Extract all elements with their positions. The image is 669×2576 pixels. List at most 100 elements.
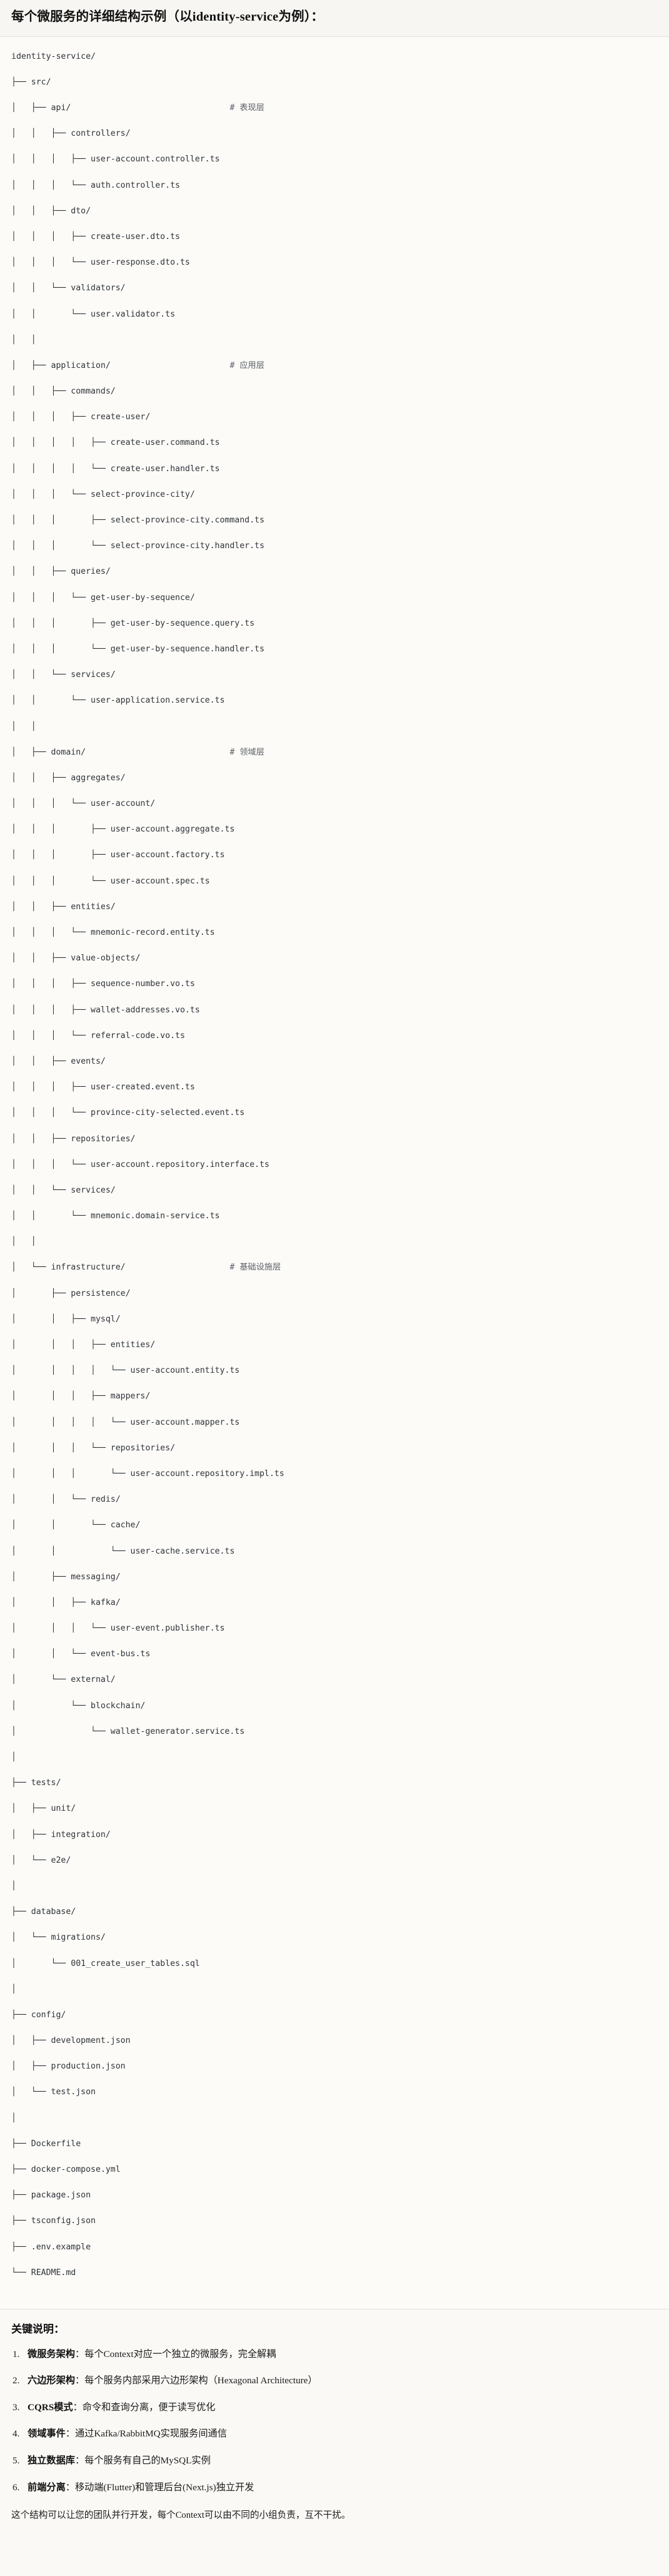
tree-line: │ └── blockchain/	[11, 1700, 658, 1713]
tree-line: │ │ ├── aggregates/	[11, 772, 658, 785]
key-note-term: CQRS模式	[28, 2401, 73, 2413]
tree-line: │ │ └── user-application.service.ts	[11, 695, 658, 708]
tree-line: └── README.md	[11, 2267, 658, 2280]
tree-line: │ └── 001_create_user_tables.sql	[11, 1958, 658, 1971]
tree-line-text: │ │ │ ├── create-user.dto.ts	[11, 232, 180, 242]
tree-line-text: │ │ └── mnemonic.domain-service.ts	[11, 1211, 220, 1221]
tree-line-text: │	[11, 1753, 16, 1763]
tree-line-text: ├── docker-compose.yml	[11, 2165, 121, 2175]
tree-layer-comment: # 基础设施层	[229, 1263, 281, 1273]
tree-line-text: │ ├── development.json	[11, 2036, 131, 2046]
tree-line: │ │ │ │ └── user-account.entity.ts	[11, 1365, 658, 1378]
key-note-term: 独立数据库	[28, 2455, 75, 2467]
tree-line: │ │ └── cache/	[11, 1519, 658, 1532]
tree-line: │ ├── persistence/	[11, 1288, 658, 1301]
tree-line-text: │ ├── application/	[11, 360, 111, 370]
tree-line-text: │ │ └── cache/	[11, 1520, 141, 1530]
tree-line: │ └── test.json	[11, 2086, 658, 2099]
tree-line-text: │ │ └── user-cache.service.ts	[11, 1546, 235, 1556]
tree-line: │ │ ├── controllers/	[11, 128, 658, 141]
tree-line-text: │ │ │ └── user-account/	[11, 799, 156, 809]
tree-line: │ │ │ └── repositories/	[11, 1442, 658, 1455]
tree-line-text: │ │ │ │ ├── create-user.command.ts	[11, 438, 220, 448]
tree-line-text: │ └── external/	[11, 1675, 116, 1685]
tree-line-text: ├── config/	[11, 2010, 66, 2020]
tree-line: │ │ │ ├── user-account.aggregate.ts	[11, 823, 658, 837]
key-note-text: 通过Kafka/RabbitMQ实现服务间通信	[74, 2428, 227, 2440]
tree-line-text: │ │ │ ├── user-account.factory.ts	[11, 850, 225, 860]
tree-line: │ │ │ └── select-province-city.handler.t…	[11, 540, 658, 553]
tree-line: │ │ ├── value-objects/	[11, 952, 658, 965]
key-notes-list: 微服务架构：每个Context对应一个独立的微服务，完全解耦六边形架构：每个服务…	[11, 2347, 658, 2495]
closing-paragraph: 这个结构可以让您的团队并行开发，每个Context可以由不同的小组负责，互不干扰…	[11, 2510, 351, 2521]
tree-line: identity-service/	[11, 51, 658, 64]
tree-line: │ │ └── user-cache.service.ts	[11, 1545, 658, 1559]
tree-line: ├── .env.example	[11, 2241, 658, 2254]
tree-line: │ │ │ └── user-response.dto.ts	[11, 257, 658, 270]
tree-line-text: │ │ ├── mysql/	[11, 1314, 121, 1324]
document-header: 每个微服务的详细结构示例（以identity-service为例）：	[0, 0, 669, 37]
tree-line-text: │ │ ├── repositories/	[11, 1134, 136, 1144]
key-notes-title: 关键说明：	[11, 2323, 64, 2335]
tree-line: ├── tests/	[11, 1777, 658, 1790]
tree-line-text: ├── tsconfig.json	[11, 2216, 96, 2226]
tree-line: │ │	[11, 1236, 658, 1249]
tree-line-text: │ │	[11, 335, 36, 345]
tree-line: │ ├── unit/	[11, 1803, 658, 1816]
tree-line-text: │ │ │ └── user-account.repository.interf…	[11, 1159, 269, 1169]
tree-line: │	[11, 1880, 658, 1893]
key-note-term: 微服务架构	[28, 2348, 75, 2360]
key-note-item: 领域事件：通过Kafka/RabbitMQ实现服务间通信	[11, 2426, 658, 2441]
key-note-separator: ：	[74, 2455, 85, 2467]
tree-line: │ │ ├── entities/	[11, 901, 658, 914]
tree-line: │ │ │ └── province-city-selected.event.t…	[11, 1107, 658, 1120]
tree-line: │ │ └── event-bus.ts	[11, 1648, 658, 1661]
tree-line-text: │ │ ├── entities/	[11, 902, 116, 912]
tree-line: │ │ │ │ └── create-user.handler.ts	[11, 463, 658, 476]
tree-line-text: │ │ └── validators/	[11, 283, 126, 293]
key-note-text: 每个服务有自己的MySQL实例	[84, 2455, 211, 2467]
tree-line-text: │ │ │ └── auth.controller.ts	[11, 180, 180, 190]
tree-line: ├── docker-compose.yml	[11, 2164, 658, 2177]
tree-line-text: │ │ └── user-application.service.ts	[11, 696, 225, 706]
tree-line-text: │	[11, 1984, 16, 1994]
tree-line-text: │ └── 001_create_user_tables.sql	[11, 1958, 200, 1968]
tree-line-text: │ │ │ │ └── user-account.entity.ts	[11, 1366, 240, 1376]
tree-line-text: │ │	[11, 721, 36, 731]
tree-line-text: │ │ ├── commands/	[11, 387, 116, 397]
key-note-separator: ：	[65, 2428, 75, 2440]
tree-line-text: │ │ │ └── select-province-city.handler.t…	[11, 541, 264, 551]
tree-line: ├── src/	[11, 76, 658, 89]
tree-line: │ │ │ └── select-province-city/	[11, 489, 658, 502]
tree-line: │ │ ├── repositories/	[11, 1133, 658, 1146]
tree-line-text: │ │ │ └── user-account.spec.ts	[11, 876, 210, 886]
tree-line: │ │ │ │ └── user-account.mapper.ts	[11, 1417, 658, 1430]
tree-line-text: │ │ │ └── user-response.dto.ts	[11, 258, 190, 268]
tree-line: │ └── infrastructure/ # 基础设施层	[11, 1261, 658, 1275]
tree-comment-gap	[111, 361, 230, 370]
tree-line-text: │ └── e2e/	[11, 1855, 71, 1865]
tree-line-text: │ │ │ ├── entities/	[11, 1340, 156, 1350]
tree-line: │ │	[11, 721, 658, 734]
tree-line: │ │ │ ├── create-user/	[11, 411, 658, 424]
tree-line: │ │ ├── events/	[11, 1056, 658, 1069]
tree-comment-gap	[86, 748, 229, 757]
tree-line-text: │ ├── integration/	[11, 1830, 111, 1840]
tree-line: │ │ │ ├── select-province-city.command.t…	[11, 514, 658, 527]
tree-line-text: │	[11, 1881, 16, 1891]
tree-line-text: │ │ │ └── get-user-by-sequence/	[11, 593, 195, 603]
tree-line: │ │ │ └── get-user-by-sequence/	[11, 592, 658, 605]
key-note-term: 六边形架构	[28, 2375, 75, 2386]
tree-line: │ │ └── redis/	[11, 1494, 658, 1507]
key-note-separator: ：	[65, 2482, 75, 2493]
tree-line: │ ├── development.json	[11, 2035, 658, 2048]
tree-layer-comment: # 表现层	[229, 103, 264, 113]
tree-line-text: │ │ │ ├── wallet-addresses.vo.ts	[11, 1005, 200, 1015]
tree-line-text: ├── tests/	[11, 1778, 61, 1788]
tree-line-text: │ │ ├── kafka/	[11, 1597, 121, 1607]
directory-tree-block: identity-service/ ├── src/ │ ├── api/ # …	[0, 36, 669, 2309]
tree-line-text: │ │ └── event-bus.ts	[11, 1649, 151, 1659]
tree-line: │ ├── domain/ # 领域层	[11, 746, 658, 760]
tree-line: ├── package.json	[11, 2189, 658, 2202]
tree-line-text: │ │ └── services/	[11, 670, 116, 680]
